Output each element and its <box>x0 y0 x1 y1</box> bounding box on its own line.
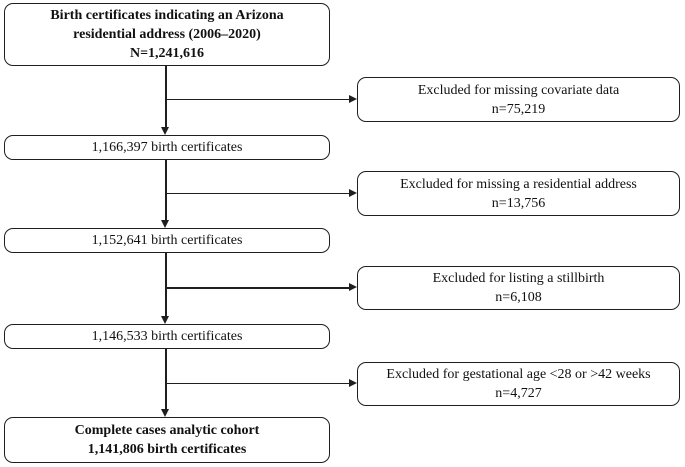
flow-box-final-cohort: Complete cases analytic cohort 1,141,806… <box>4 417 330 463</box>
down-arrow-icon-4 <box>161 409 170 417</box>
down-arrow-icon-2 <box>161 220 170 228</box>
flow-box-initial-population: Birth certificates indicating an Arizona… <box>4 3 330 66</box>
step-2-label: 1,152,641 birth certificates <box>91 233 243 248</box>
flow-box-step-2: 1,152,641 birth certificates <box>4 228 330 253</box>
final-cohort-count: 1,141,806 birth certificates <box>87 442 247 457</box>
exclusion-3-count: n=6,108 <box>495 290 542 305</box>
exclusion-1-reason: Excluded for missing covariate data <box>417 82 620 98</box>
connector-branch-1 <box>166 98 349 101</box>
final-cohort-line: Complete cases analytic cohort <box>74 423 260 438</box>
exclusion-box-4: Excluded for gestational age <28 or >42 … <box>357 362 680 406</box>
connector-vertical-2 <box>165 160 167 220</box>
initial-population-line: residential address (2006–2020) <box>73 27 261 42</box>
exclusion-2-reason: Excluded for missing a residential addre… <box>400 176 637 192</box>
connector-branch-2 <box>166 192 349 195</box>
down-arrow-icon-1 <box>161 127 170 135</box>
right-arrow-icon-3 <box>349 283 357 292</box>
flow-box-step-3: 1,146,533 birth certificates <box>4 324 330 349</box>
right-arrow-icon-1 <box>349 94 357 103</box>
connector-branch-4 <box>166 382 349 385</box>
initial-population-line: Birth certificates indicating an Arizona <box>50 8 284 23</box>
exclusion-2-count: n=13,756 <box>491 195 546 211</box>
flow-box-step-1: 1,166,397 birth certificates <box>4 135 330 160</box>
exclusion-4-reason: Excluded for gestational age <28 or >42 … <box>386 367 651 382</box>
exclusion-4-count: n=4,727 <box>495 386 542 401</box>
connector-vertical-1 <box>165 65 167 127</box>
exclusion-box-2: Excluded for missing a residential addre… <box>357 171 680 216</box>
exclusion-box-1: Excluded for missing covariate data n=75… <box>357 77 680 122</box>
connector-vertical-4 <box>165 348 167 409</box>
down-arrow-icon-3 <box>161 316 170 324</box>
right-arrow-icon-4 <box>349 378 357 387</box>
step-1-label: 1,166,397 birth certificates <box>91 140 243 155</box>
exclusion-3-reason: Excluded for listing a stillbirth <box>432 271 605 286</box>
initial-population-count: N=1,241,616 <box>129 46 205 61</box>
step-3-label: 1,146,533 birth certificates <box>91 329 243 344</box>
connector-branch-3 <box>166 287 349 289</box>
exclusion-box-3: Excluded for listing a stillbirth n=6,10… <box>357 266 680 310</box>
connector-vertical-3 <box>165 253 167 316</box>
right-arrow-icon-2 <box>349 188 357 197</box>
exclusion-1-count: n=75,219 <box>491 101 546 117</box>
